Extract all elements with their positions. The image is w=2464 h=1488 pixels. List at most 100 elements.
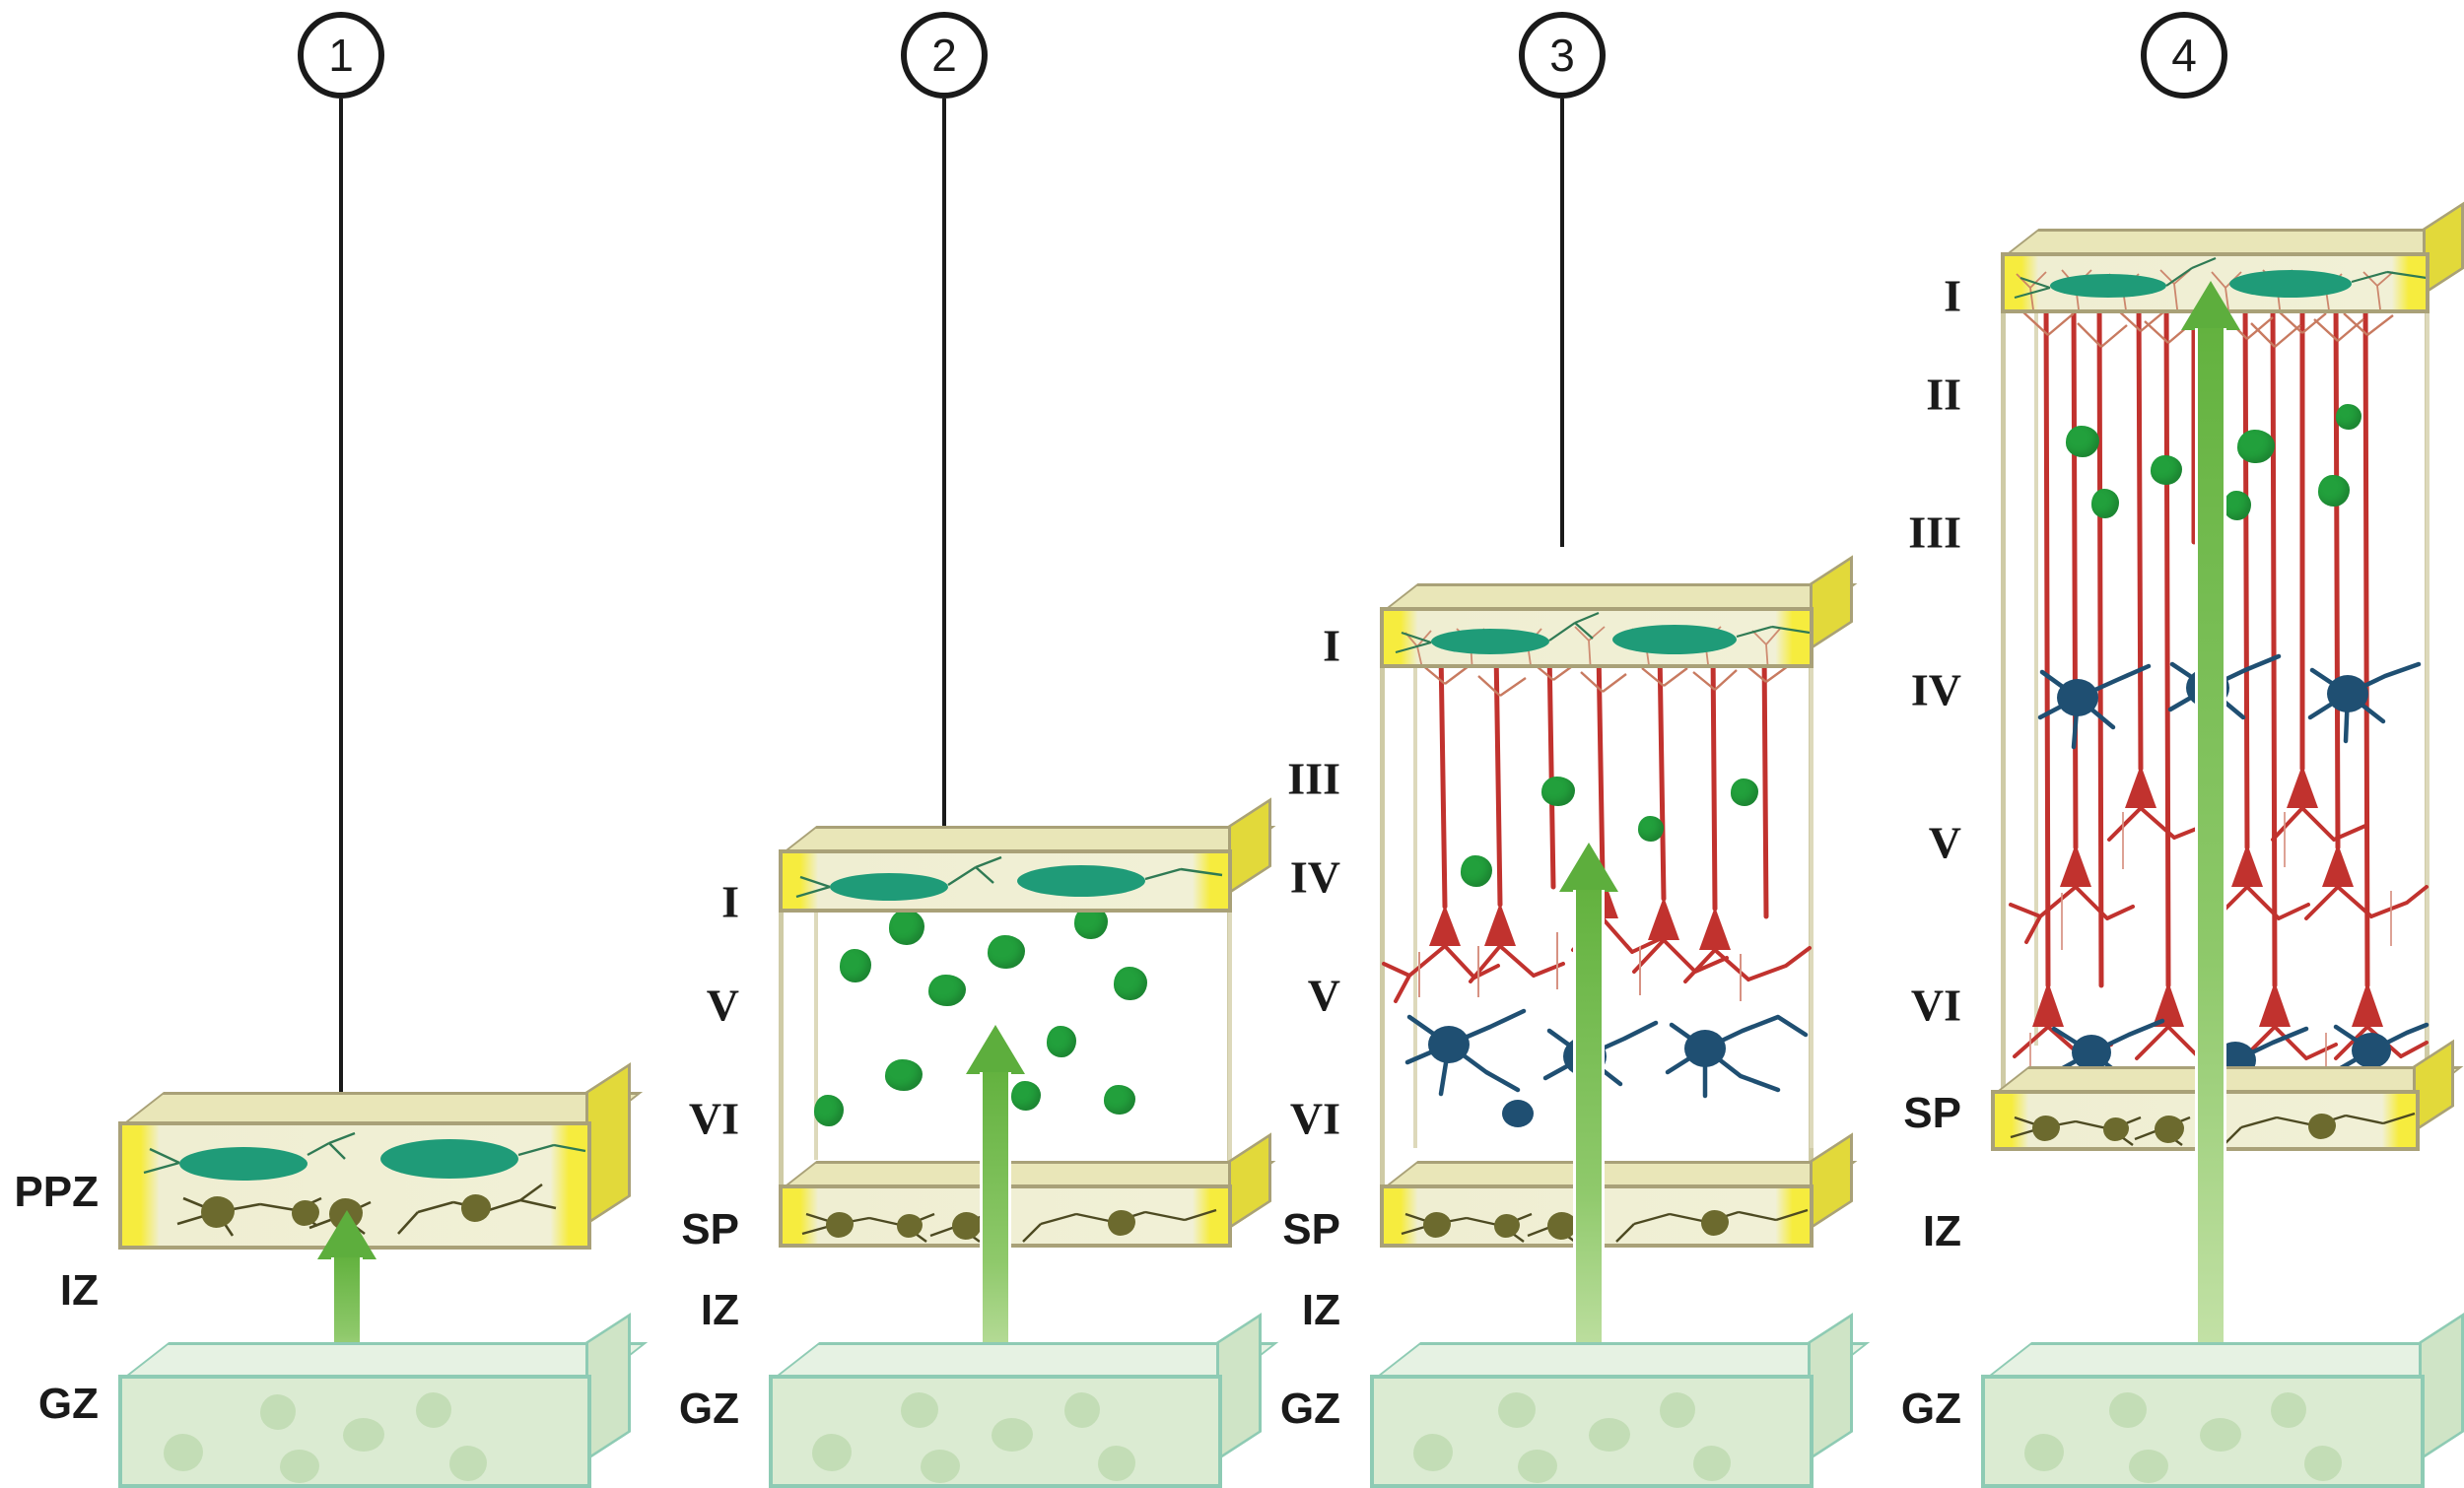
leader-line-3 bbox=[1560, 99, 1564, 547]
column-back-edge bbox=[1810, 611, 1814, 1148]
subplate-neuron bbox=[2103, 1117, 2129, 1141]
zone-label-sp-p2: SP bbox=[681, 1205, 739, 1253]
subplate-neuron bbox=[826, 1212, 854, 1238]
arrow-head bbox=[317, 1210, 376, 1259]
subplate-neuron bbox=[201, 1196, 235, 1228]
cajal-retzius-cell bbox=[2229, 270, 2352, 298]
zone-label-iz-p2: IZ bbox=[700, 1286, 739, 1334]
migrating-neuron bbox=[2066, 426, 2099, 457]
cajal-retzius-cell bbox=[380, 1139, 518, 1179]
gz-front-face bbox=[769, 1375, 1222, 1488]
callout-circle-2[interactable]: 2 bbox=[901, 12, 988, 99]
subplate-neuron bbox=[897, 1214, 923, 1238]
progenitor-cell bbox=[1660, 1392, 1695, 1428]
marginal-zone-box-p2 bbox=[779, 797, 1276, 913]
subplate-neuron bbox=[1423, 1212, 1451, 1238]
zone-label-ppz: PPZ bbox=[14, 1168, 99, 1216]
arrow-shaft bbox=[2195, 328, 2226, 1389]
mz-processes-p4 bbox=[2014, 256, 2426, 300]
subplate-neuron bbox=[1108, 1210, 1135, 1236]
cortical-plate-column-p4 bbox=[2001, 252, 2430, 1089]
migrating-neuron bbox=[1104, 1085, 1135, 1115]
preplate-right-face bbox=[585, 1062, 631, 1226]
migrating-neuron bbox=[2151, 455, 2182, 485]
migrating-neuron bbox=[1541, 777, 1575, 806]
migration-arrow-p4 bbox=[2181, 281, 2240, 1389]
leader-line-1 bbox=[339, 99, 343, 1114]
zone-label-III-p4: III bbox=[1908, 507, 1961, 558]
zone-label-iz-p3: IZ bbox=[1301, 1286, 1340, 1334]
zone-label-VI-p2: VI bbox=[688, 1093, 739, 1144]
zone-label-I-p2: I bbox=[721, 876, 739, 927]
arrow-head bbox=[2181, 281, 2240, 330]
column-back-edge bbox=[814, 864, 818, 1160]
callout-circle-4[interactable]: 4 bbox=[2141, 12, 2227, 99]
arrow-head bbox=[1559, 843, 1618, 892]
subplate-neuron bbox=[1701, 1210, 1729, 1236]
gz-right-face bbox=[1808, 1313, 1853, 1461]
subplate-neuron bbox=[461, 1194, 491, 1222]
progenitor-cell bbox=[2271, 1392, 2306, 1428]
zone-label-I-p3: I bbox=[1323, 620, 1340, 671]
sp-right-face bbox=[1810, 1132, 1853, 1230]
migrating-neuron bbox=[2318, 475, 2350, 507]
progenitor-cell bbox=[2304, 1446, 2342, 1481]
gz-front-face bbox=[118, 1375, 591, 1488]
migrating-neuron bbox=[988, 935, 1025, 969]
progenitor-cell bbox=[280, 1450, 319, 1483]
migrating-neuron bbox=[1461, 855, 1492, 887]
zone-label-iz-p4: IZ bbox=[1922, 1207, 1961, 1255]
progenitor-cell bbox=[1413, 1434, 1453, 1471]
zone-label-sp-p3: SP bbox=[1282, 1205, 1340, 1253]
callout-label-1: 1 bbox=[328, 30, 354, 81]
germinal-zone-box-p3 bbox=[1370, 1313, 1871, 1488]
zone-label-iz-p1: IZ bbox=[59, 1266, 99, 1315]
mz-right-face bbox=[1810, 555, 1853, 650]
gz-right-face bbox=[2419, 1313, 2464, 1461]
arrow-shaft bbox=[980, 1072, 1011, 1389]
progenitor-cell bbox=[164, 1434, 203, 1471]
migrating-neuron bbox=[1731, 778, 1758, 806]
zone-label-V-p3: V bbox=[1307, 970, 1340, 1021]
germinal-zone-box-p2 bbox=[769, 1313, 1279, 1488]
migrating-neuron bbox=[1114, 967, 1147, 1000]
zone-label-VI-p3: VI bbox=[1289, 1093, 1340, 1144]
progenitor-cell bbox=[992, 1418, 1033, 1452]
subplate-neuron bbox=[2155, 1116, 2184, 1143]
callout-circle-3[interactable]: 3 bbox=[1519, 12, 1606, 99]
progenitor-cell bbox=[901, 1392, 938, 1428]
marginal-zone-box-p3 bbox=[1380, 555, 1858, 668]
progenitor-cell bbox=[2129, 1450, 2168, 1483]
migrating-neuron bbox=[2237, 430, 2275, 463]
germinal-zone-box-p1 bbox=[118, 1313, 649, 1488]
pyramidal-neuron-layer-p3 bbox=[1382, 647, 1812, 1127]
progenitor-cell bbox=[416, 1392, 451, 1428]
zone-label-V-p2: V bbox=[706, 980, 739, 1031]
migrating-neuron bbox=[928, 975, 966, 1006]
subplate-neuron bbox=[952, 1212, 982, 1240]
progenitor-cell bbox=[921, 1450, 960, 1483]
callout-label-2: 2 bbox=[931, 30, 957, 81]
callout-circle-1[interactable]: 1 bbox=[298, 12, 384, 99]
zone-label-III-p3: III bbox=[1287, 753, 1340, 804]
mz-processes-p2 bbox=[795, 855, 1223, 899]
migrating-neuron bbox=[885, 1059, 923, 1091]
subplate-box-p2 bbox=[779, 1132, 1276, 1248]
subplate-neuron bbox=[1547, 1212, 1577, 1240]
gz-front-face bbox=[1370, 1375, 1814, 1488]
migrating-neuron bbox=[840, 949, 871, 982]
progenitor-cell bbox=[2200, 1418, 2241, 1452]
migrating-neuron bbox=[1638, 816, 1664, 842]
migration-arrow-p3 bbox=[1559, 843, 1618, 1389]
pyramidal-neuron-layer-p4 bbox=[2009, 293, 2430, 1087]
migrating-neuron bbox=[2224, 491, 2251, 520]
progenitor-cell bbox=[1589, 1418, 1630, 1452]
column-back-edge bbox=[1228, 864, 1232, 1160]
mz-processes-p3 bbox=[1395, 611, 1810, 654]
germinal-zone-box-p4 bbox=[1981, 1313, 2464, 1488]
arrow-shaft bbox=[1573, 890, 1605, 1389]
cajal-retzius-cell bbox=[179, 1147, 308, 1181]
cajal-retzius-cell bbox=[1017, 865, 1145, 897]
progenitor-cell bbox=[2024, 1434, 2064, 1471]
